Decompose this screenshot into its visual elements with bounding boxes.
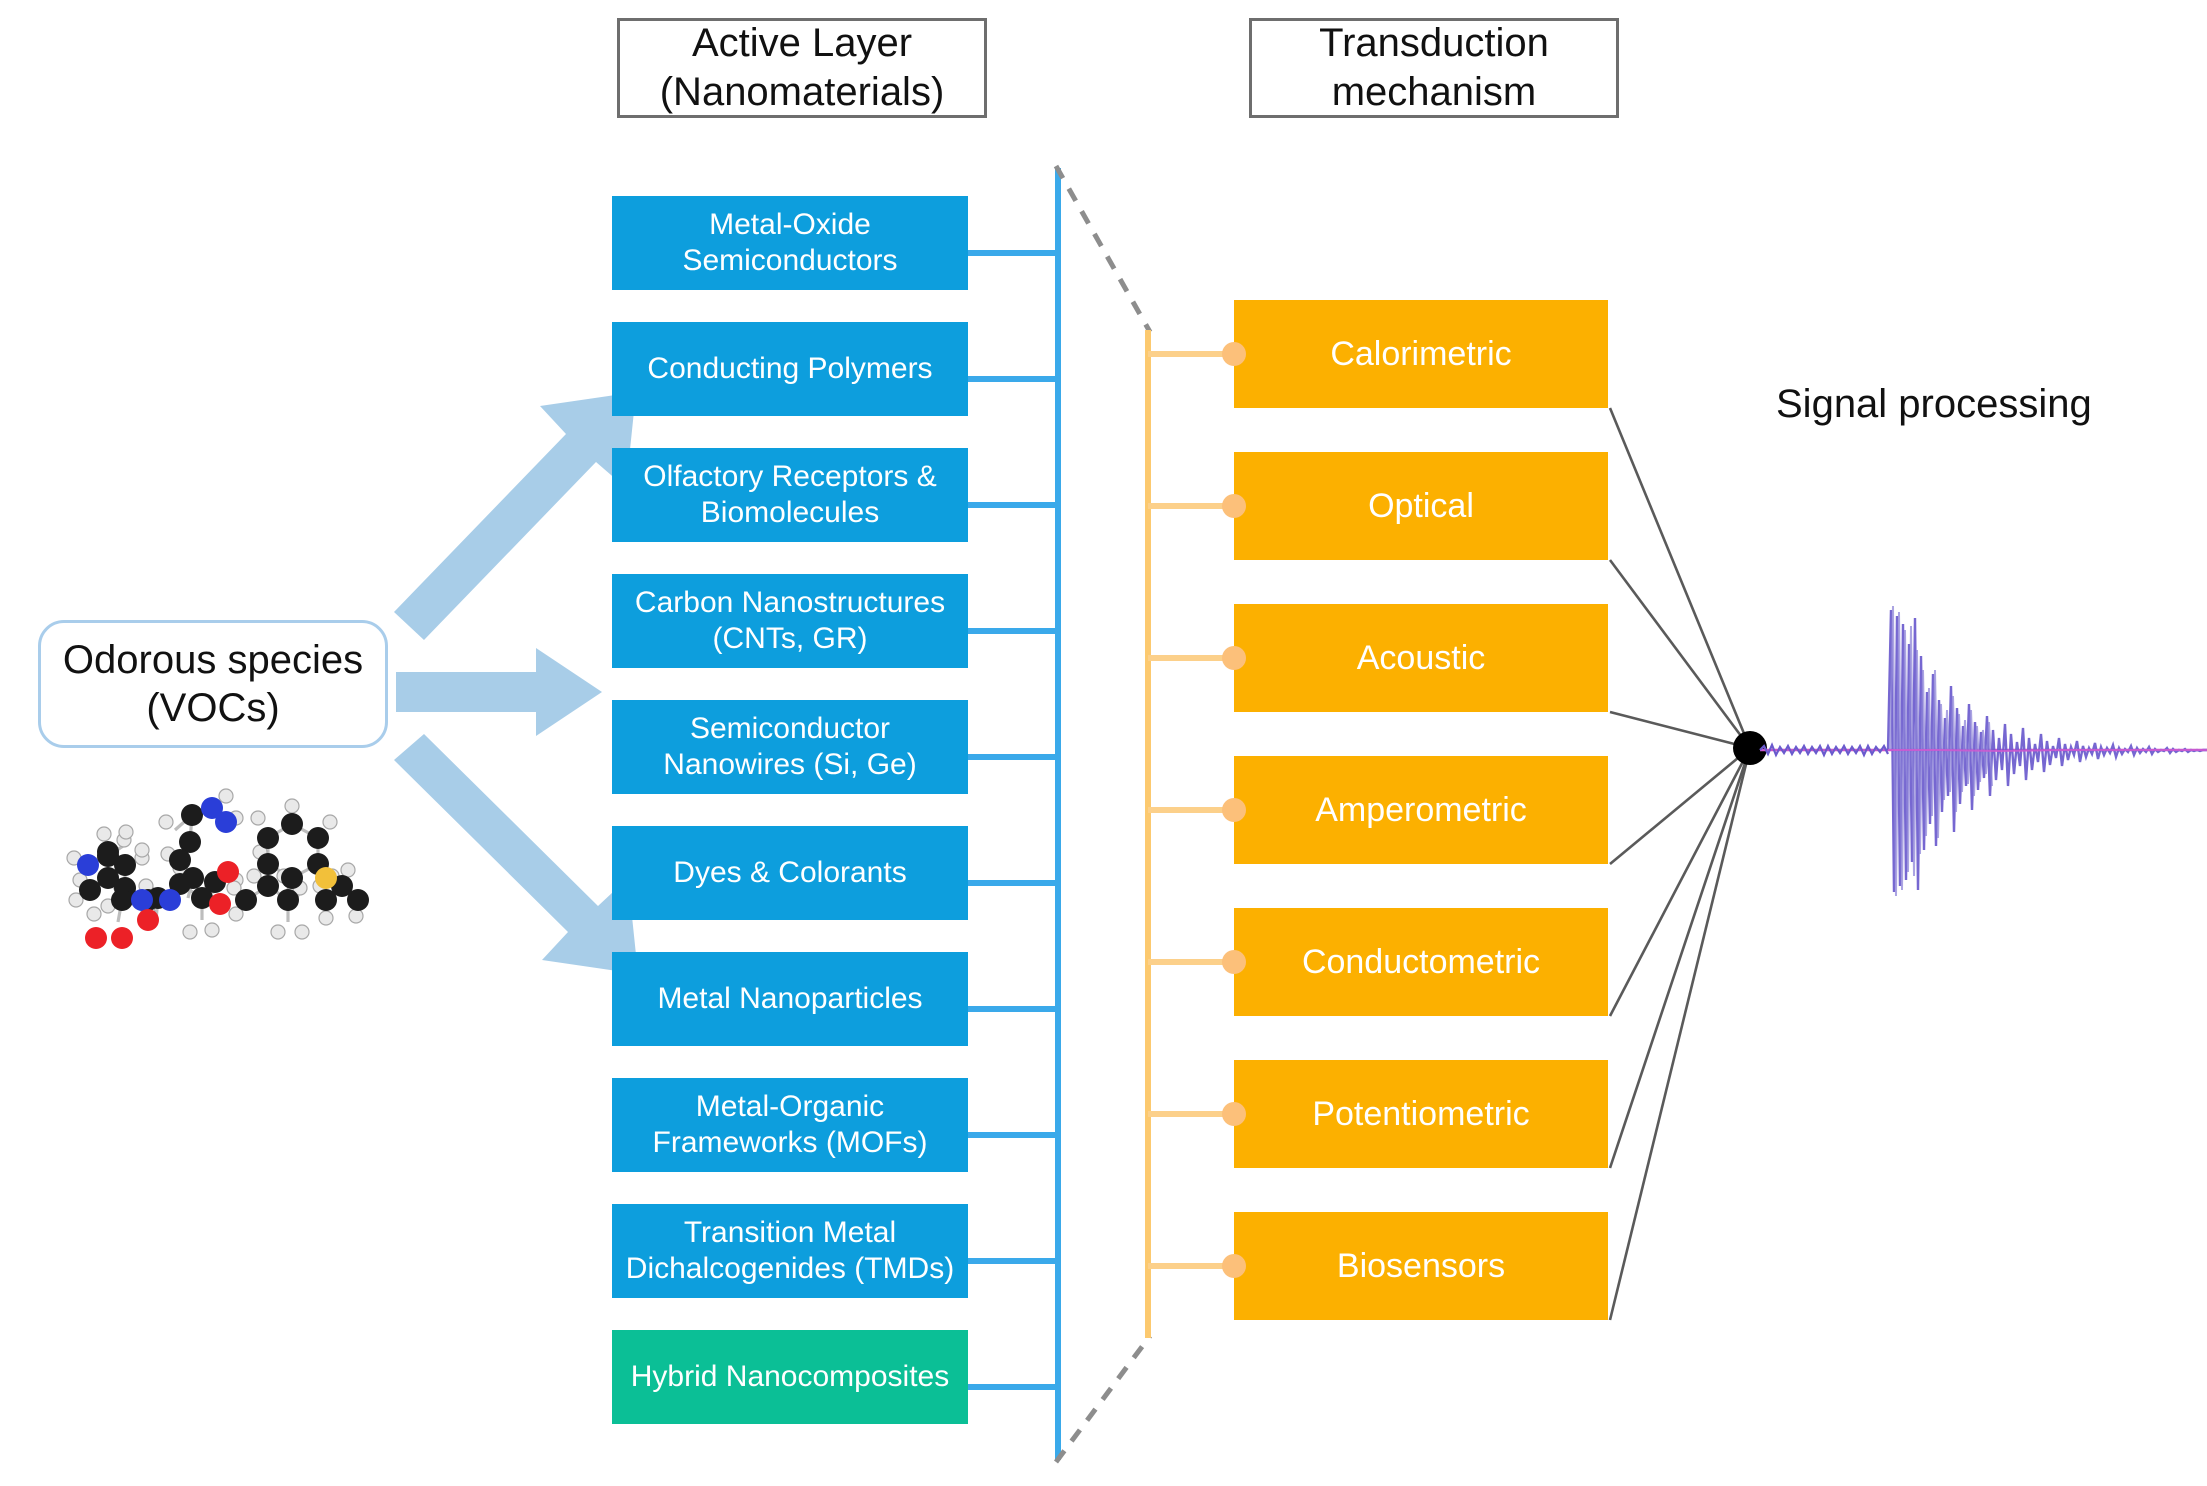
transduction-dot-1 — [1222, 494, 1246, 518]
active-layer-box-6[interactable]: Metal Nanoparticles — [612, 952, 968, 1046]
transduction-connector-0 — [1148, 351, 1240, 357]
bus-link-dashed-top — [1053, 164, 1153, 334]
transduction-box-0-label: Calorimetric — [1330, 334, 1512, 373]
header-active-layer-line1: Active Layer — [691, 21, 913, 66]
bus-link-dashed-bottom — [1053, 1334, 1153, 1464]
active-layer-box-4-line2: Nanowires (Si, Ge) — [663, 748, 917, 781]
active-layer-connector-8 — [968, 1258, 1060, 1264]
transduction-box-2[interactable]: Acoustic — [1234, 604, 1608, 712]
transduction-dot-6 — [1222, 1254, 1246, 1278]
transduction-dot-4 — [1222, 950, 1246, 974]
active-layer-box-0[interactable]: Metal-Oxide Semiconductors — [612, 196, 968, 290]
transduction-connector-6 — [1148, 1263, 1240, 1269]
transduction-box-5-label: Potentiometric — [1312, 1094, 1530, 1133]
odorous-species-box: Odorous species (VOCs) — [38, 620, 388, 748]
transduction-fan-lines — [1608, 407, 1752, 1321]
transduction-box-0[interactable]: Calorimetric — [1234, 300, 1608, 408]
header-transduction: Transduction mechanism — [1249, 18, 1619, 118]
active-layer-box-3-line1: Carbon Nanostructures — [634, 586, 946, 619]
active-layer-bus — [1055, 168, 1061, 1460]
transduction-box-2-label: Acoustic — [1356, 638, 1486, 677]
transduction-box-4[interactable]: Conductometric — [1234, 908, 1608, 1016]
transduction-box-6[interactable]: Biosensors — [1234, 1212, 1608, 1320]
header-active-layer-line2: (Nanomaterials) — [659, 70, 945, 114]
active-layer-box-1[interactable]: Conducting Polymers — [612, 322, 968, 416]
header-transduction-line1: Transduction — [1319, 21, 1549, 66]
active-layer-box-5[interactable]: Dyes & Colorants — [612, 826, 968, 920]
arrow-down — [394, 734, 638, 974]
active-layer-box-2[interactable]: Olfactory Receptors & Biomolecules — [612, 448, 968, 542]
active-layer-box-9-line1: Hybrid Nanocomposites — [630, 1360, 950, 1393]
transduction-bus — [1145, 330, 1151, 1338]
active-layer-box-8-line2: Dichalcogenides (TMDs) — [625, 1252, 955, 1285]
arrow-up — [394, 392, 636, 640]
transduction-box-3[interactable]: Amperometric — [1234, 756, 1608, 864]
transduction-connector-2 — [1148, 655, 1240, 661]
active-layer-box-2-line2: Biomolecules — [700, 496, 880, 529]
active-layer-connector-5 — [968, 880, 1060, 886]
active-layer-box-7-line1: Metal-Organic — [695, 1090, 885, 1123]
active-layer-box-5-line1: Dyes & Colorants — [673, 856, 907, 889]
odorous-species-line1: Odorous species — [62, 638, 364, 682]
header-transduction-line2: mechanism — [1331, 70, 1537, 114]
transduction-box-4-label: Conductometric — [1301, 942, 1541, 981]
active-layer-box-9[interactable]: Hybrid Nanocomposites — [612, 1330, 968, 1424]
transduction-dot-0 — [1222, 342, 1246, 366]
transduction-connector-4 — [1148, 959, 1240, 965]
signal-processing-title: Signal processing — [1776, 382, 2092, 426]
transduction-dot-5 — [1222, 1102, 1246, 1126]
active-layer-box-7-line2: Frameworks (MOFs) — [652, 1126, 928, 1159]
active-layer-connector-2 — [968, 502, 1060, 508]
active-layer-box-2-line1: Olfactory Receptors & — [643, 460, 937, 493]
arrow-right — [396, 648, 602, 736]
odorous-species-line2: (VOCs) — [146, 686, 280, 730]
active-layer-connector-7 — [968, 1132, 1060, 1138]
active-layer-box-3-line2: (CNTs, GR) — [712, 622, 868, 655]
transduction-box-6-label: Biosensors — [1336, 1246, 1506, 1285]
active-layer-connector-0 — [968, 250, 1060, 256]
active-layer-box-0-line1: Metal-Oxide — [709, 208, 871, 241]
active-layer-box-4[interactable]: Semiconductor Nanowires (Si, Ge) — [612, 700, 968, 794]
signal-waveform — [1759, 605, 2207, 897]
active-layer-box-1-line1: Conducting Polymers — [647, 352, 933, 385]
header-active-layer: Active Layer (Nanomaterials) — [617, 18, 987, 118]
active-layer-box-3[interactable]: Carbon Nanostructures (CNTs, GR) — [612, 574, 968, 668]
active-layer-box-6-line1: Metal Nanoparticles — [657, 982, 923, 1015]
transduction-connector-1 — [1148, 503, 1240, 509]
transduction-box-1[interactable]: Optical — [1234, 452, 1608, 560]
active-layer-box-8-line1: Transition Metal — [683, 1216, 897, 1249]
active-layer-box-7[interactable]: Metal-Organic Frameworks (MOFs) — [612, 1078, 968, 1172]
active-layer-box-8[interactable]: Transition Metal Dichalcogenides (TMDs) — [612, 1204, 968, 1298]
active-layer-box-4-line1: Semiconductor — [689, 712, 891, 745]
transduction-box-3-label: Amperometric — [1315, 790, 1527, 829]
transduction-box-1-label: Optical — [1368, 486, 1474, 525]
active-layer-connector-1 — [968, 376, 1060, 382]
transduction-connector-5 — [1148, 1111, 1240, 1117]
transduction-connector-3 — [1148, 807, 1240, 813]
active-layer-connector-6 — [968, 1006, 1060, 1012]
active-layer-connector-3 — [968, 628, 1060, 634]
voc-molecule-cluster — [66, 788, 369, 949]
transduction-dot-2 — [1222, 646, 1246, 670]
transduction-box-5[interactable]: Potentiometric — [1234, 1060, 1608, 1168]
active-layer-box-0-line2: Semiconductors — [682, 244, 898, 277]
active-layer-connector-9 — [968, 1384, 1060, 1390]
transduction-dot-3 — [1222, 798, 1246, 822]
active-layer-connector-4 — [968, 754, 1060, 760]
